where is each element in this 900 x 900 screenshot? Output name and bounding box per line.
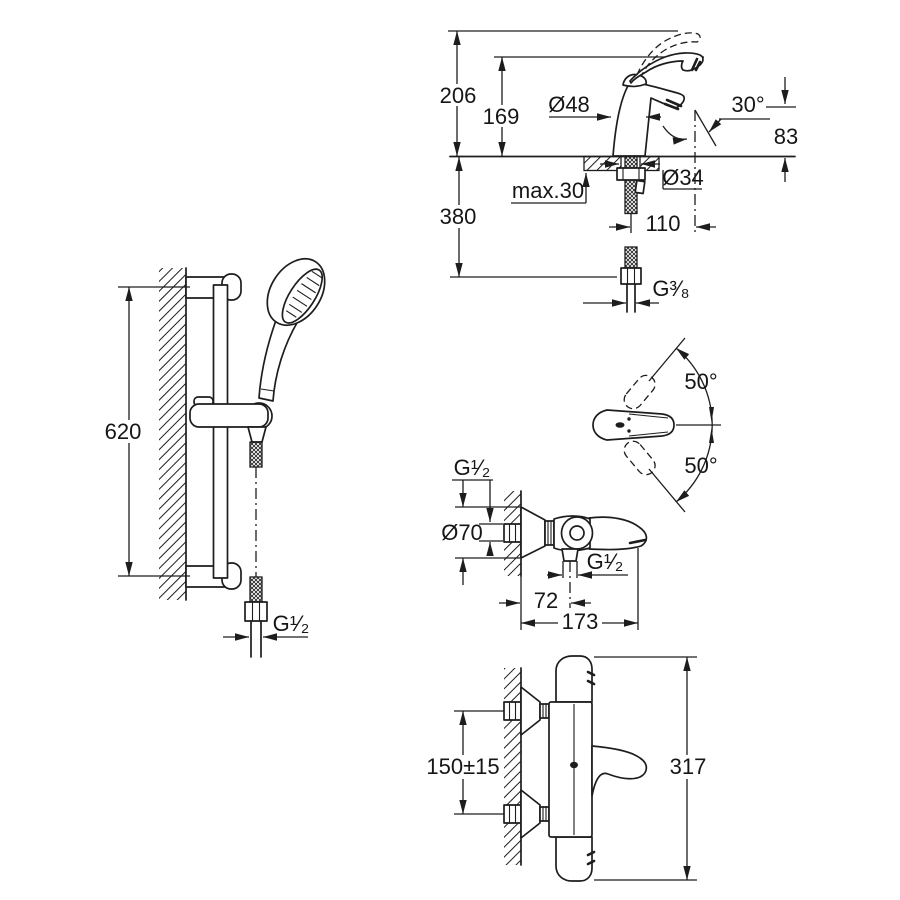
label-backing (102, 420, 146, 443)
spray-angle-construction (662, 109, 770, 233)
hand-shower-head (266, 258, 326, 326)
thermostat-body (548, 655, 648, 882)
thermostat-handle-top (555, 655, 593, 703)
wall-union (503, 506, 555, 559)
wall-hatch (504, 668, 521, 865)
basin-mixer-drawing: 206 169 380 Ø48 30° 83 max.30 Ø34 110 G³… (436, 30, 798, 313)
label-backing (667, 755, 710, 779)
thermostat-spout (591, 745, 648, 797)
thermostat-wall-unions (503, 686, 550, 839)
dim-reach: 110 (645, 211, 680, 236)
dim-spout-angle: 30° (731, 92, 764, 117)
dim-swing-down: 50° (684, 453, 717, 478)
lever-handle (629, 52, 704, 84)
dim-spout-top-height: 169 (483, 104, 520, 129)
dim-thermostat-height: 317 (670, 754, 707, 779)
dim-swing-up: 50° (684, 369, 717, 394)
aerator-face (665, 98, 683, 108)
lever-swivel-drawing: 50° 50° (592, 337, 721, 513)
label-backing (436, 84, 479, 106)
shower-outlet (561, 548, 579, 562)
label-backing (480, 105, 523, 127)
dim-outlet-height: 83 (774, 124, 798, 149)
label-backing (437, 205, 480, 228)
bath-mixer-body (553, 515, 648, 562)
shower-rail-drawing: 620 G¹⁄₂ (102, 258, 326, 658)
label-backing (424, 755, 503, 779)
dim-outlet-thread: G¹⁄₂ (587, 549, 624, 574)
swivel-angle-construction (648, 337, 721, 513)
shower-rail-bar (212, 284, 229, 579)
dim-bath-reach: 173 (562, 609, 599, 634)
shower-hose (244, 426, 268, 658)
bath-spout (588, 516, 648, 551)
dim-shower-hose-thread: G¹⁄₂ (273, 611, 310, 636)
wall-hatch (159, 268, 186, 600)
label-backing (558, 610, 602, 633)
dim-below-deck: 380 (440, 204, 477, 229)
dim-body-diameter: Ø48 (548, 92, 590, 117)
dim-union-spacing: 150±15 (426, 754, 499, 779)
hand-shower-handle (258, 311, 299, 402)
hand-shower (258, 258, 326, 402)
dim-rail-length: 620 (105, 419, 142, 444)
dim-hose-thread: G³⁄₈ (652, 276, 689, 301)
mounting-shank (616, 155, 646, 215)
thermostat-drawing: 150±15 317 (424, 655, 710, 882)
lever-solid (592, 409, 675, 441)
supply-hose (620, 246, 642, 313)
faucet-body (612, 32, 704, 157)
dim-hole-diameter: Ø34 (662, 165, 704, 190)
dim-wall-thread: G¹⁄₂ (454, 455, 491, 480)
dim-escutcheon-diameter: Ø70 (441, 520, 483, 545)
escutcheon (520, 506, 546, 559)
bath-mixer-dimension-lines (452, 479, 639, 630)
dim-outlet-offset: 72 (534, 588, 558, 613)
dim-max-deck: max.30 (512, 178, 584, 203)
rail-slider (189, 396, 273, 430)
lever-raised-dashed (636, 32, 701, 76)
dim-total-height: 206 (440, 83, 477, 108)
thermostat-handle-bottom (555, 836, 593, 882)
bath-mixer-drawing: G¹⁄₂ Ø70 G¹⁄₂ 72 173 (441, 455, 648, 634)
